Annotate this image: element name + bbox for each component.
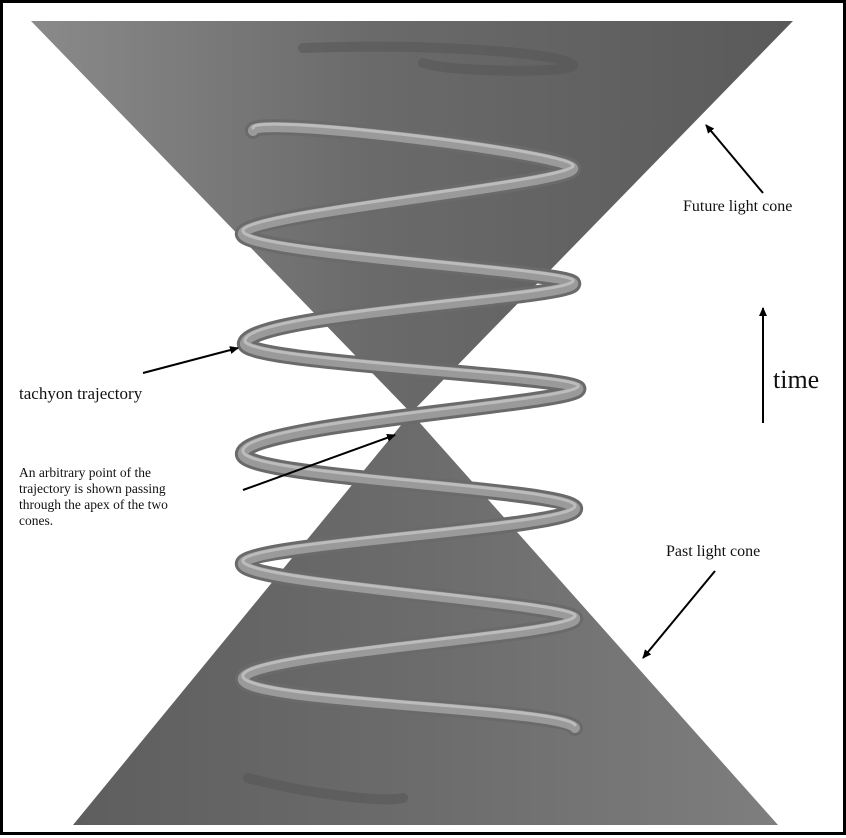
future-light-cone-label: Future light cone <box>683 198 793 215</box>
future-light-cone <box>31 21 793 413</box>
apex-note: An arbitrary point of the trajectory is … <box>19 465 254 529</box>
apex-note-line: trajectory is shown passing <box>19 481 166 496</box>
tachyon-arrow <box>142 346 239 374</box>
apex-point-arrow <box>242 433 396 491</box>
apex-note-line: cones. <box>19 513 54 528</box>
future-cone-arrow <box>705 124 764 194</box>
apex-note-line: An arbitrary point of the <box>19 465 151 480</box>
time-axis-label: time <box>773 365 820 394</box>
spacetime-diagram <box>31 21 793 825</box>
tachyon-helix <box>234 119 587 736</box>
past-light-cone <box>73 413 778 825</box>
past-cone-arrow <box>642 570 716 659</box>
apex-note-line: through the apex of the two <box>19 497 168 512</box>
annotation-arrows <box>142 124 767 659</box>
tachyon-trajectory-label: tachyon trajectory <box>19 384 143 403</box>
helix-back-turns <box>243 41 579 805</box>
past-light-cone-label: Past light cone <box>666 543 761 560</box>
